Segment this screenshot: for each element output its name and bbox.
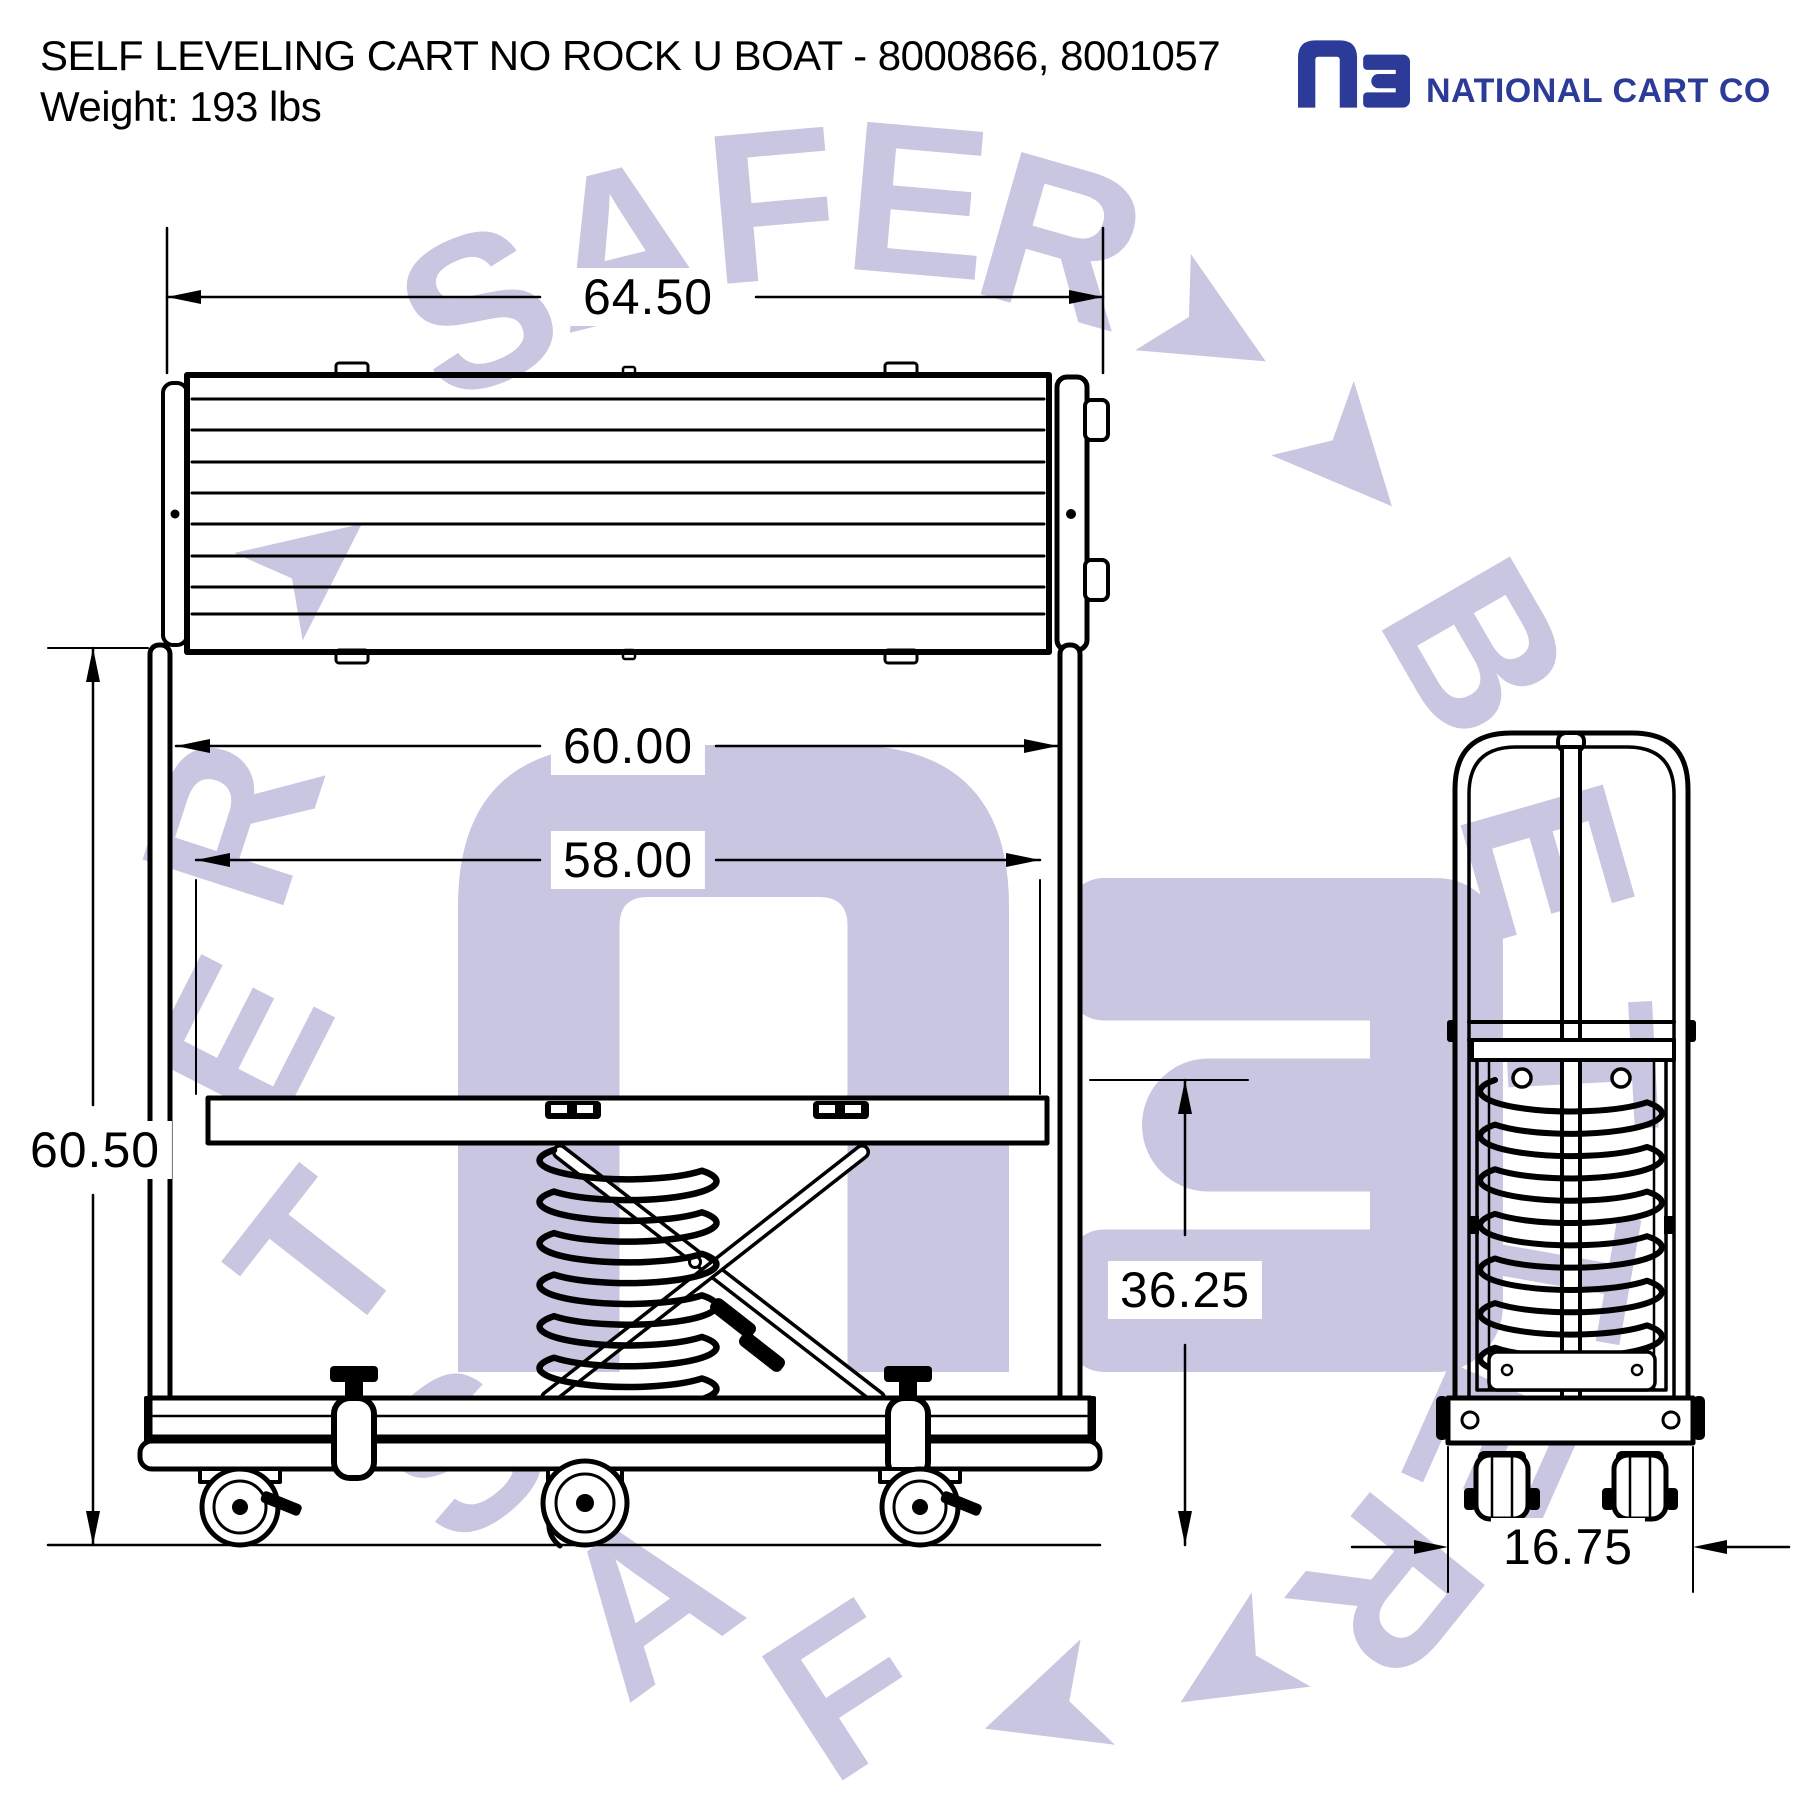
deck-latches (545, 1101, 869, 1119)
dim-top-length-lines (165, 226, 1105, 375)
front-caster-right (1602, 1451, 1678, 1522)
drawing-title: SELF LEVELING CART NO ROCK U BOAT - 8000… (40, 32, 1221, 79)
caster-center (540, 1458, 630, 1549)
dim-front-width-lines (1350, 1446, 1791, 1593)
dim-side-deck-width: 58.00 (550, 831, 706, 889)
dim-deck-height-lines (1089, 1078, 1249, 1547)
dim-side-deck-height: 36.25 (1107, 1261, 1263, 1319)
dim-side-height-lines (47, 646, 149, 1547)
front-view (1350, 730, 1791, 1593)
spring-front-view (1477, 1077, 1665, 1383)
caster-right (878, 1466, 982, 1548)
title-block: SELF LEVELING CART NO ROCK U BOAT - 8000… (40, 30, 1221, 132)
spring-side-view (536, 1146, 720, 1432)
dim-side-inner-width: 60.00 (550, 717, 706, 775)
dim-side-height: 60.50 (17, 1121, 173, 1179)
company-name: NATIONAL CART CO (1426, 72, 1771, 110)
top-view-slats (190, 397, 1046, 616)
front-caster-left (1464, 1451, 1540, 1522)
top-view (161, 226, 1110, 665)
drawing-weight: Weight: 193 lbs (40, 83, 322, 131)
caster-left (198, 1466, 302, 1548)
dim-top-length: 64.50 (570, 268, 726, 326)
nc-watermark-n (458, 745, 1009, 1372)
side-view (46, 642, 1249, 1549)
dim-front-width: 16.75 (1490, 1518, 1646, 1576)
nc-logo-icon (1298, 40, 1410, 108)
